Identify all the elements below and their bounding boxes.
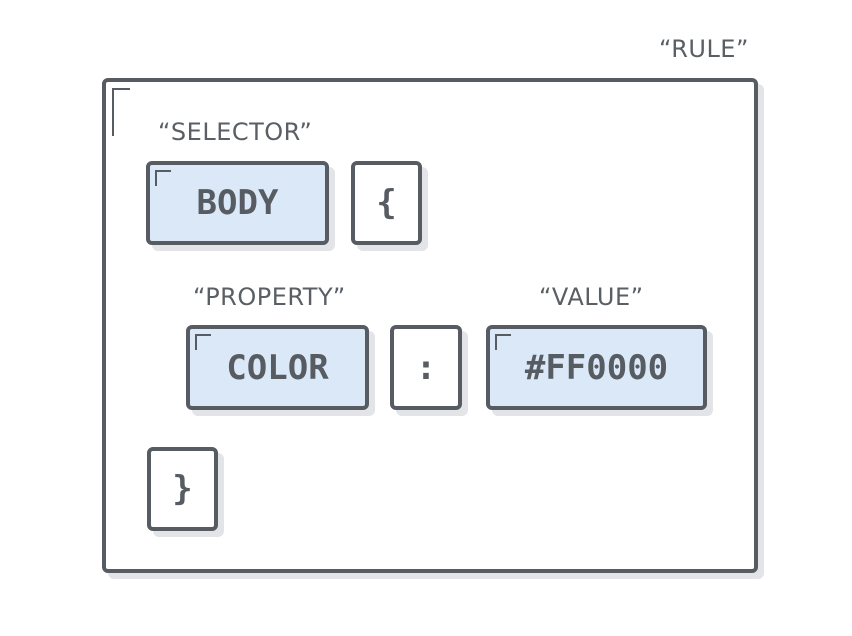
property-box-corner-mark (195, 334, 211, 350)
rule-label: “RULE” (659, 35, 749, 63)
open-brace-box: { (351, 161, 422, 245)
value-token: #FF0000 (524, 347, 669, 388)
value-box-corner-mark (495, 334, 511, 350)
close-brace-token: } (172, 469, 193, 509)
selector-box: BODY (146, 161, 329, 245)
selector-label: “SELECTOR” (158, 118, 313, 146)
value-box: #FF0000 (486, 325, 707, 410)
rule-frame-corner-mark (112, 88, 130, 136)
selector-token: BODY (196, 183, 279, 223)
colon-token: : (415, 347, 437, 388)
open-brace-token: { (376, 183, 397, 223)
value-label: “VALUE” (539, 283, 644, 311)
property-label: “PROPERTY” (193, 283, 346, 311)
close-brace-box: } (147, 447, 218, 531)
property-token: COLOR (226, 347, 329, 388)
property-box: COLOR (186, 325, 369, 410)
selector-box-corner-mark (155, 170, 171, 186)
colon-box: : (390, 325, 462, 410)
